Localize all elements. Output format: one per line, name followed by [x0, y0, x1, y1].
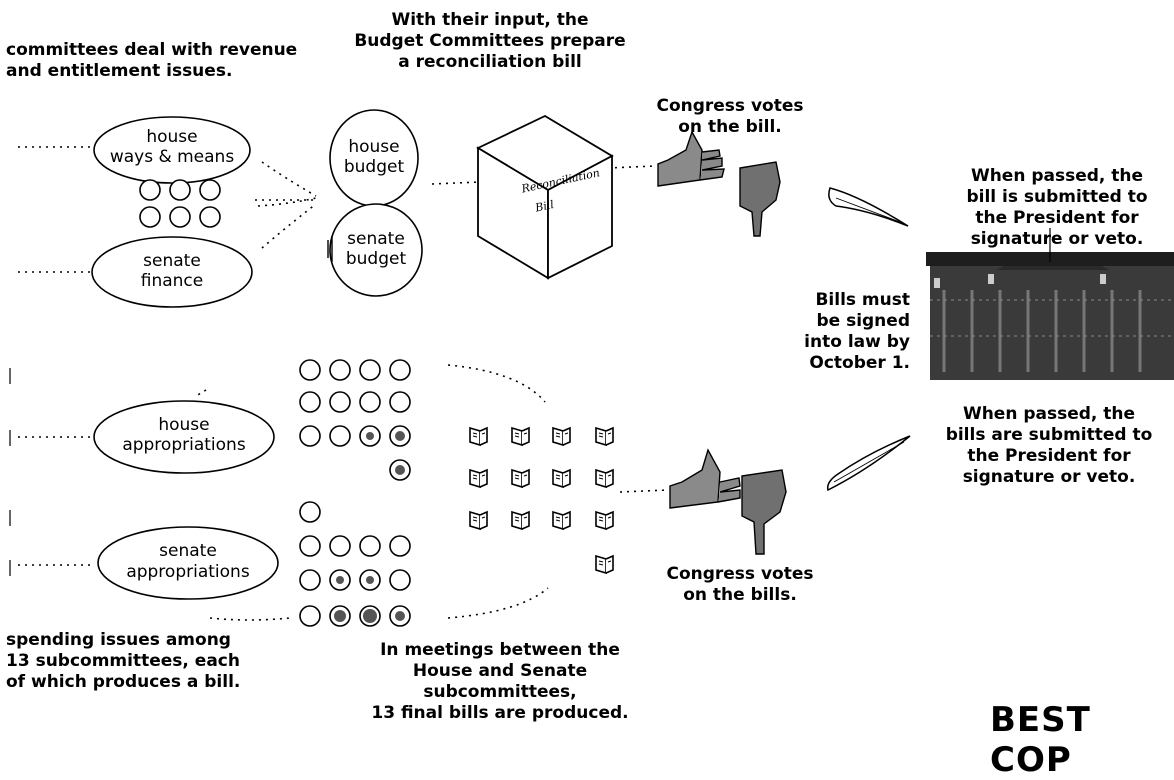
small-bill-icon [469, 511, 488, 530]
small-bill-icon [511, 427, 530, 446]
senate-finance-label-1: senate [143, 251, 201, 271]
senate-budget-label-1: senate [347, 229, 405, 249]
house-budget-label-2: budget [344, 157, 405, 177]
small-bill-icon [595, 511, 614, 530]
passed-bills-caption: When passed, the bills are submitted to … [945, 404, 1153, 487]
small-bill-icon [511, 469, 530, 488]
senate-finance-ellipse [91, 236, 253, 308]
subcommittee-circle [169, 179, 191, 201]
house-ways-means-label-1: house [146, 127, 197, 147]
subcommittee-circle [299, 605, 321, 627]
white-house-image [926, 228, 1174, 380]
thumbs-down-icon [739, 161, 781, 237]
subcommittee-circle [139, 179, 161, 201]
subcommittee-circle [299, 391, 321, 413]
connector-line [447, 364, 546, 403]
subcommittee-circle [389, 359, 411, 381]
subcommittee-circle [389, 535, 411, 557]
subcommittee-circle [329, 359, 351, 381]
thumbs-down-icon [741, 469, 787, 555]
house-budget-label-1: house [348, 137, 399, 157]
subcommittee-circle [299, 535, 321, 557]
congress-votes-bill-caption: Congress votes on the bill. [656, 96, 804, 137]
connector-line [209, 617, 291, 621]
quill-pen-icon [828, 187, 909, 227]
subcommittee-circle [359, 359, 381, 381]
connector-line [257, 197, 317, 207]
thumbs-up-icon [669, 448, 741, 509]
connector-line [619, 489, 669, 493]
small-bill-icon [595, 427, 614, 446]
connector-line [261, 203, 317, 249]
small-bill-icon [511, 511, 530, 530]
house-appropriations-label-1: house [158, 415, 209, 435]
small-bill-icon [469, 427, 488, 446]
thumbs-up-icon [657, 130, 725, 187]
budget-process-diagram: house ways & means senate finance house … [9, 109, 1174, 627]
senate-finance-label-2: finance [141, 271, 203, 291]
budget-input-caption: With their input, the Budget Committees … [354, 10, 626, 72]
connector-line [195, 389, 207, 397]
connector-line [447, 587, 549, 619]
subcommittee-circle [389, 391, 411, 413]
final-bills-grid [469, 427, 614, 574]
senate-budget-ellipse [329, 203, 423, 297]
subcommittee-circle [139, 206, 161, 228]
subcommittee-circle [299, 501, 321, 523]
small-bill-icon [552, 511, 571, 530]
subcommittee-circle [329, 391, 351, 413]
subcommittee-circle [299, 425, 321, 447]
small-bill-icon [552, 469, 571, 488]
small-bill-icon [469, 469, 488, 488]
meetings-caption: In meetings between the House and Senate… [371, 640, 629, 723]
house-ways-means-label-2: ways & means [110, 147, 235, 167]
senate-appropriations-label-2: appropriations [126, 562, 250, 582]
connector-line [431, 181, 481, 185]
connector-line [261, 161, 317, 197]
subcommittee-circle [359, 535, 381, 557]
house-appropriations-ellipse [93, 400, 275, 474]
bills-deadline-caption: Bills must be signed into law by October… [804, 290, 910, 373]
subcommittee-circle [299, 569, 321, 591]
subcommittee-circle [199, 179, 221, 201]
subcommittee-circle [359, 391, 381, 413]
spending-caption: spending issues among 13 subcommittees, … [6, 630, 241, 692]
reconciliation-book-subtitle: Bill [533, 198, 555, 215]
connector-line [607, 165, 656, 169]
quill-pen-icon [826, 435, 911, 492]
senate-appropriations-ellipse [97, 526, 279, 600]
small-bill-icon [552, 427, 571, 446]
small-bill-icon [595, 469, 614, 488]
subcommittee-circle [199, 206, 221, 228]
best-copy-stamp: BEST COP [990, 700, 1091, 780]
house-appropriations-label-2: appropriations [122, 435, 246, 455]
reconciliation-bill-book [476, 114, 614, 280]
subcommittee-circle [329, 535, 351, 557]
subcommittee-circle [329, 425, 351, 447]
revenue-caption: committees deal with revenue and entitle… [6, 40, 298, 81]
subcommittee-circle [389, 569, 411, 591]
senate-budget-label-2: budget [346, 249, 407, 269]
senate-appropriations-label-1: senate [159, 541, 217, 561]
passed-bill-caption: When passed, the bill is submitted to th… [966, 166, 1148, 249]
subcommittee-circle [299, 359, 321, 381]
small-bill-icon [595, 555, 614, 574]
subcommittee-circle [169, 206, 191, 228]
congress-votes-bills-caption: Congress votes on the bills. [666, 564, 814, 605]
